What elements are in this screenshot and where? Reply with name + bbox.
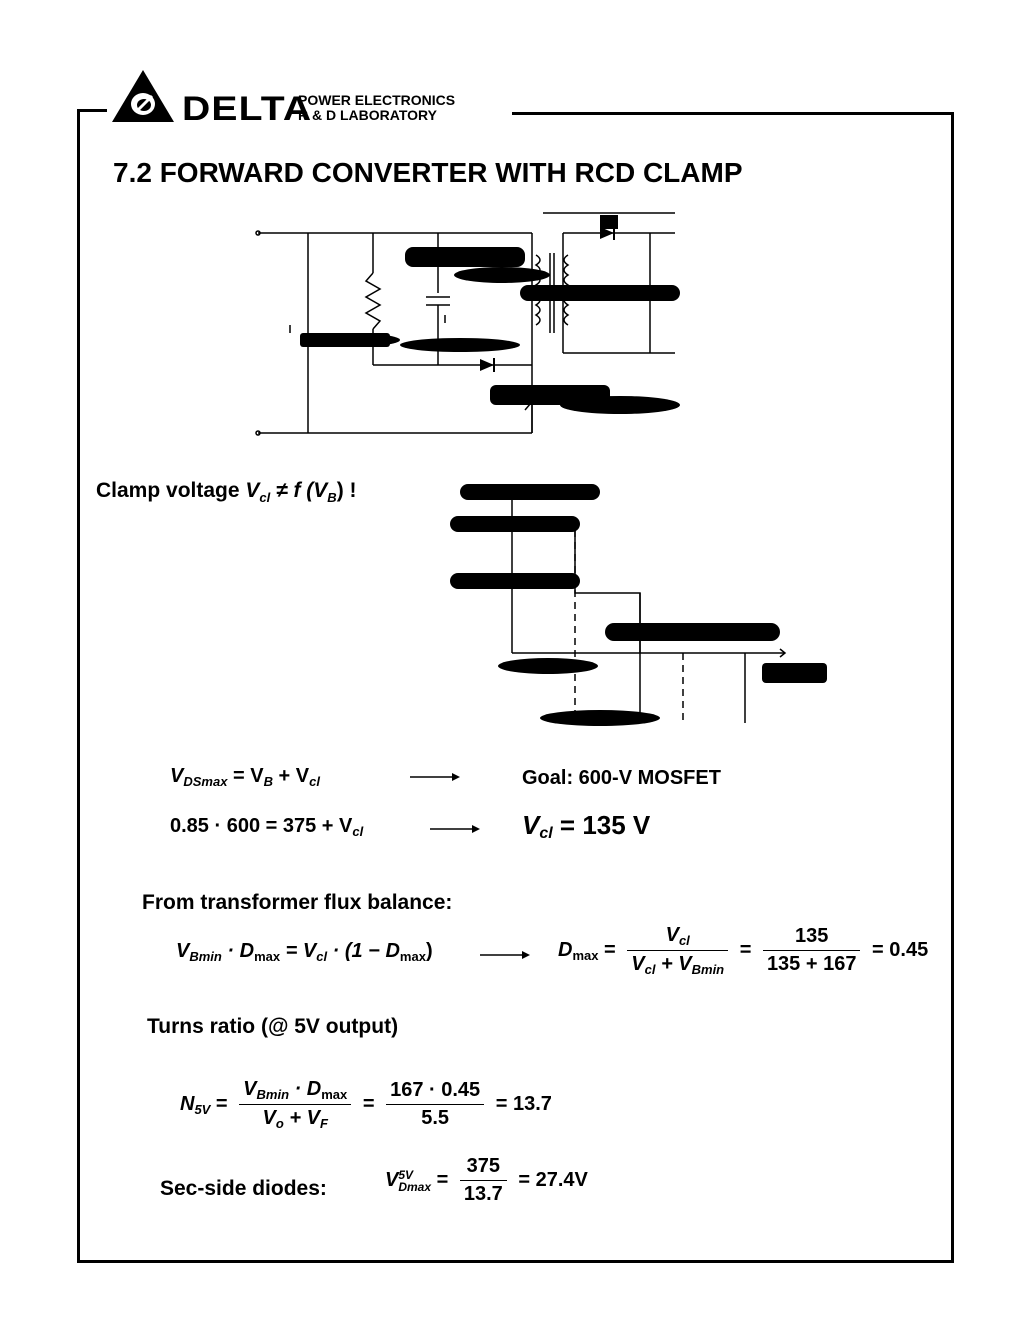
n-symbol: N — [180, 1092, 195, 1115]
vd-result: = 27.4V — [518, 1168, 588, 1191]
slide-frame — [77, 112, 954, 1263]
dmax-fraction-symbolic: Vcl Vcl + VBmin — [627, 924, 729, 977]
arrow-right-icon — [410, 773, 460, 781]
dmax-eq2: = — [739, 938, 752, 961]
flux-vcl-sub: cl — [316, 949, 328, 964]
delta-logo-icon — [112, 70, 174, 122]
flux-vcl-symbol: = V — [285, 940, 317, 962]
dmax-symbol: D — [558, 938, 573, 961]
flux-tail-sub: max — [399, 949, 426, 964]
vds-rhs-vcl-sub: cl — [309, 774, 320, 789]
brand-name: DELTA — [182, 90, 313, 128]
vds-max-equation: VDSmax = VB + Vcl — [170, 765, 320, 789]
flux-vb-symbol: V — [176, 940, 190, 962]
clamp-close: ) ! — [336, 479, 357, 502]
vd-symbol: V — [385, 1168, 399, 1191]
calc-sub: cl — [352, 824, 364, 839]
flux-tail: · (1 − D — [332, 940, 400, 962]
flux-close: ) — [425, 940, 433, 962]
flux-d-sub: max — [254, 949, 281, 964]
vcl-result-symbol: V — [522, 810, 540, 840]
page-title: 7.2 FORWARD CONVERTER WITH RCD CLAMP — [113, 157, 743, 188]
vcl-result-sub: cl — [539, 825, 553, 842]
clamp-calc-equation: 0.85 · 600 = 375 + Vcl — [170, 815, 363, 839]
clamp-v-sub: cl — [259, 490, 271, 506]
arrow-right-icon — [480, 951, 530, 959]
vcl-result-value: = 135 V — [559, 810, 651, 840]
calc-text: 0.85 · 600 = 375 + V — [170, 815, 353, 837]
dmax-result: = 0.45 — [872, 938, 929, 961]
turns-ratio-equation: N5V = VBmin · Dmax Vo + VF = 167 · 0.45 … — [180, 1078, 552, 1131]
clamp-vb-sub: B — [327, 490, 337, 506]
vds-rhs-vcl: + V — [278, 765, 310, 787]
turns-eq1: = — [215, 1092, 228, 1115]
frame-top-right-line — [512, 112, 951, 115]
lab-name-line1: POWER ELECTRONICS — [298, 92, 456, 108]
vd-sub: Dmax — [398, 1179, 432, 1194]
vds-sub: DSmax — [183, 774, 228, 789]
vd-eq: = — [436, 1168, 449, 1191]
turns-ratio-label: Turns ratio (@ 5V output) — [147, 1015, 399, 1038]
vds-rhs-vb: = V — [232, 765, 264, 787]
vd-sup: 5V — [398, 1167, 414, 1182]
vds-symbol: V — [170, 765, 184, 787]
dmax-sub: max — [572, 947, 599, 963]
n-sub: 5V — [194, 1101, 211, 1117]
dmax-fraction-numeric: 135 135 + 167 — [762, 925, 861, 976]
flux-balance-equation: VBmin · Dmax = Vcl · (1 − Dmax) — [176, 940, 433, 964]
turns-fraction-numeric: 167 · 0.45 5.5 — [386, 1079, 485, 1130]
clamp-voltage-label: Clamp voltage — [96, 479, 240, 502]
turns-eq2: = — [362, 1092, 375, 1115]
flux-d-symbol: · D — [227, 940, 255, 962]
dmax-eq1: = — [604, 938, 616, 961]
lab-name-line2: R & D LABORATORY — [298, 107, 437, 123]
sec-diodes-label: Sec-side diodes: — [160, 1177, 327, 1200]
flux-balance-label: From transformer flux balance: — [142, 891, 453, 914]
clamp-vb-symbol: V — [313, 479, 328, 502]
turns-fraction-symbolic: VBmin · Dmax Vo + VF — [239, 1078, 352, 1131]
dmax-equation: Dmax = Vcl Vcl + VBmin = 135 135 + 167 =… — [558, 924, 928, 977]
flux-vb-sub: Bmin — [189, 949, 222, 964]
vds-rhs-vb-sub: B — [263, 774, 273, 789]
vds-waveform-diagram — [450, 484, 827, 726]
arrow-right-icon — [430, 825, 480, 833]
vcl-result: Vcl = 135 V — [522, 810, 650, 843]
frame-top-left-line — [77, 109, 107, 112]
goal-text: Goal: 600-V MOSFET — [522, 767, 721, 789]
clamp-neq-f: ≠ f ( — [276, 479, 314, 502]
clamp-v-symbol: V — [245, 479, 260, 502]
turns-result: = 13.7 — [495, 1092, 552, 1115]
forward-converter-schematic — [255, 212, 680, 436]
clamp-voltage-statement: Clamp voltage Vcl ≠ f (VB) ! — [96, 479, 357, 505]
vd-fraction: 375 13.7 — [459, 1155, 507, 1206]
